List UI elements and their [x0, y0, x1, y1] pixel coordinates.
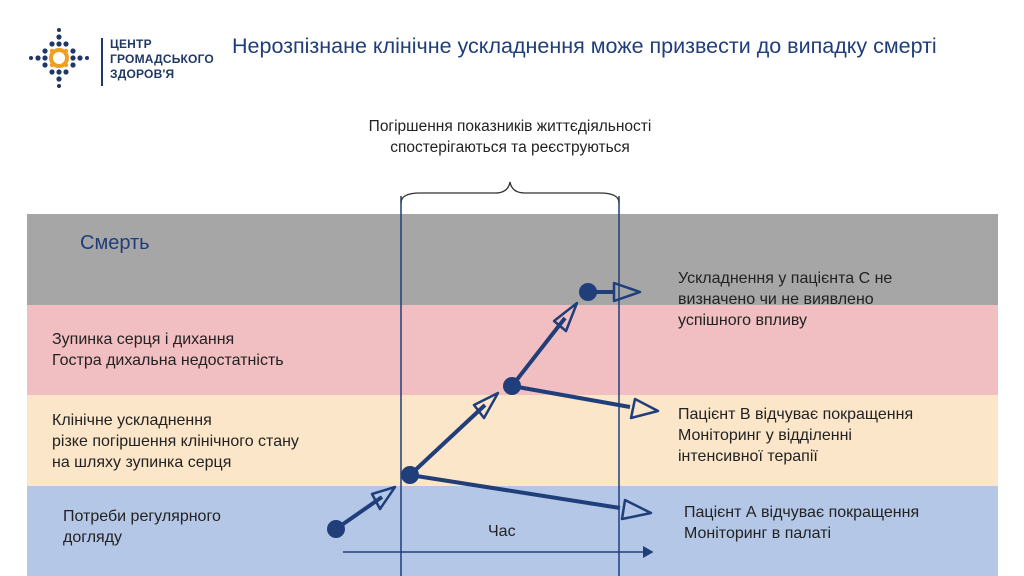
outcome-a-line-1: Пацієнт А відчуває покращення [684, 504, 920, 521]
outcome-b-line-2: Моніторинг у відділенні [678, 427, 852, 444]
band-complication-line-1: Клінічне ускладнення [52, 412, 212, 429]
logo-mark-icon [29, 28, 89, 88]
band-complication [27, 395, 998, 486]
arrowhead-c [612, 281, 642, 303]
band-arrest-line-1: Зупинка серця і дихання [52, 331, 235, 348]
trajectory-segment-3 [510, 316, 567, 388]
arrowhead-3 [552, 301, 579, 333]
logo-line-3: ЗДОРОВ'Я [110, 67, 175, 81]
band-arrest-label: Зупинка серця і дихання Гостра дихальна … [52, 329, 284, 371]
trajectory-segment-1 [334, 495, 384, 531]
trajectory-segment-b [511, 384, 631, 409]
band-complication-label: Клінічне ускладнення різке погіршення кл… [52, 410, 299, 473]
trajectory-segment-2 [408, 403, 487, 477]
logo-text: ЦЕНТР ГРОМАДСЬКОГО ЗДОРОВ'Я [110, 37, 214, 82]
arrowhead-1 [370, 485, 397, 511]
outcome-b-line-1: Пацієнт В відчуває покращення [678, 406, 914, 423]
trajectory-segment-a [409, 473, 621, 510]
node-start [327, 520, 345, 538]
arrowhead-a [620, 498, 653, 521]
band-death [27, 214, 998, 305]
outcome-patient-a: Пацієнт А відчуває покращення Моніторинг… [684, 502, 919, 544]
band-routine-label: Потреби регулярного догляду [63, 506, 221, 548]
arrowhead-2 [472, 391, 500, 420]
node-critical [579, 283, 597, 301]
page-title: Нерозпізнане клінічне ускладнення може п… [232, 34, 937, 58]
observation-note-line-1: Погіршення показників життєдіяльності [368, 118, 652, 135]
outcome-c-line-2: визначено чи не виявлено [678, 291, 874, 308]
outcome-patient-b: Пацієнт В відчуває покращення Моніторинг… [678, 404, 913, 467]
logo-line-2: ГРОМАДСЬКОГО [110, 52, 214, 66]
outcome-patient-c: Ускладнення у пацієнта С не визначено чи… [678, 268, 892, 331]
band-complication-line-3: на шляху зупинка серця [52, 454, 232, 471]
logo-line-1: ЦЕНТР [110, 37, 152, 51]
outcome-c-line-1: Ускладнення у пацієнта С не [678, 270, 893, 287]
outcome-b-line-3: інтенсивної терапії [678, 448, 818, 465]
observation-brace [400, 181, 620, 204]
time-axis-label: Час [488, 523, 516, 540]
band-routine-line-1: Потреби регулярного [63, 508, 221, 525]
logo-divider [101, 38, 103, 86]
band-arrest-line-2: Гостра дихальна недостатність [52, 352, 284, 369]
arrowhead-b [629, 397, 660, 420]
outcome-c-line-3: успішного впливу [678, 312, 808, 329]
observation-note: Погіршення показників життєдіяльності сп… [300, 116, 720, 158]
outcome-a-line-2: Моніторинг в палаті [684, 525, 832, 542]
band-routine [27, 486, 998, 576]
band-complication-line-2: різке погіршення клінічного стану [52, 433, 299, 450]
observation-note-line-2: спостерігаються та реєструються [390, 139, 630, 156]
node-deterioration [503, 377, 521, 395]
node-complication [401, 466, 419, 484]
band-routine-line-2: догляду [63, 529, 123, 546]
band-death-label: Смерть [80, 232, 150, 254]
